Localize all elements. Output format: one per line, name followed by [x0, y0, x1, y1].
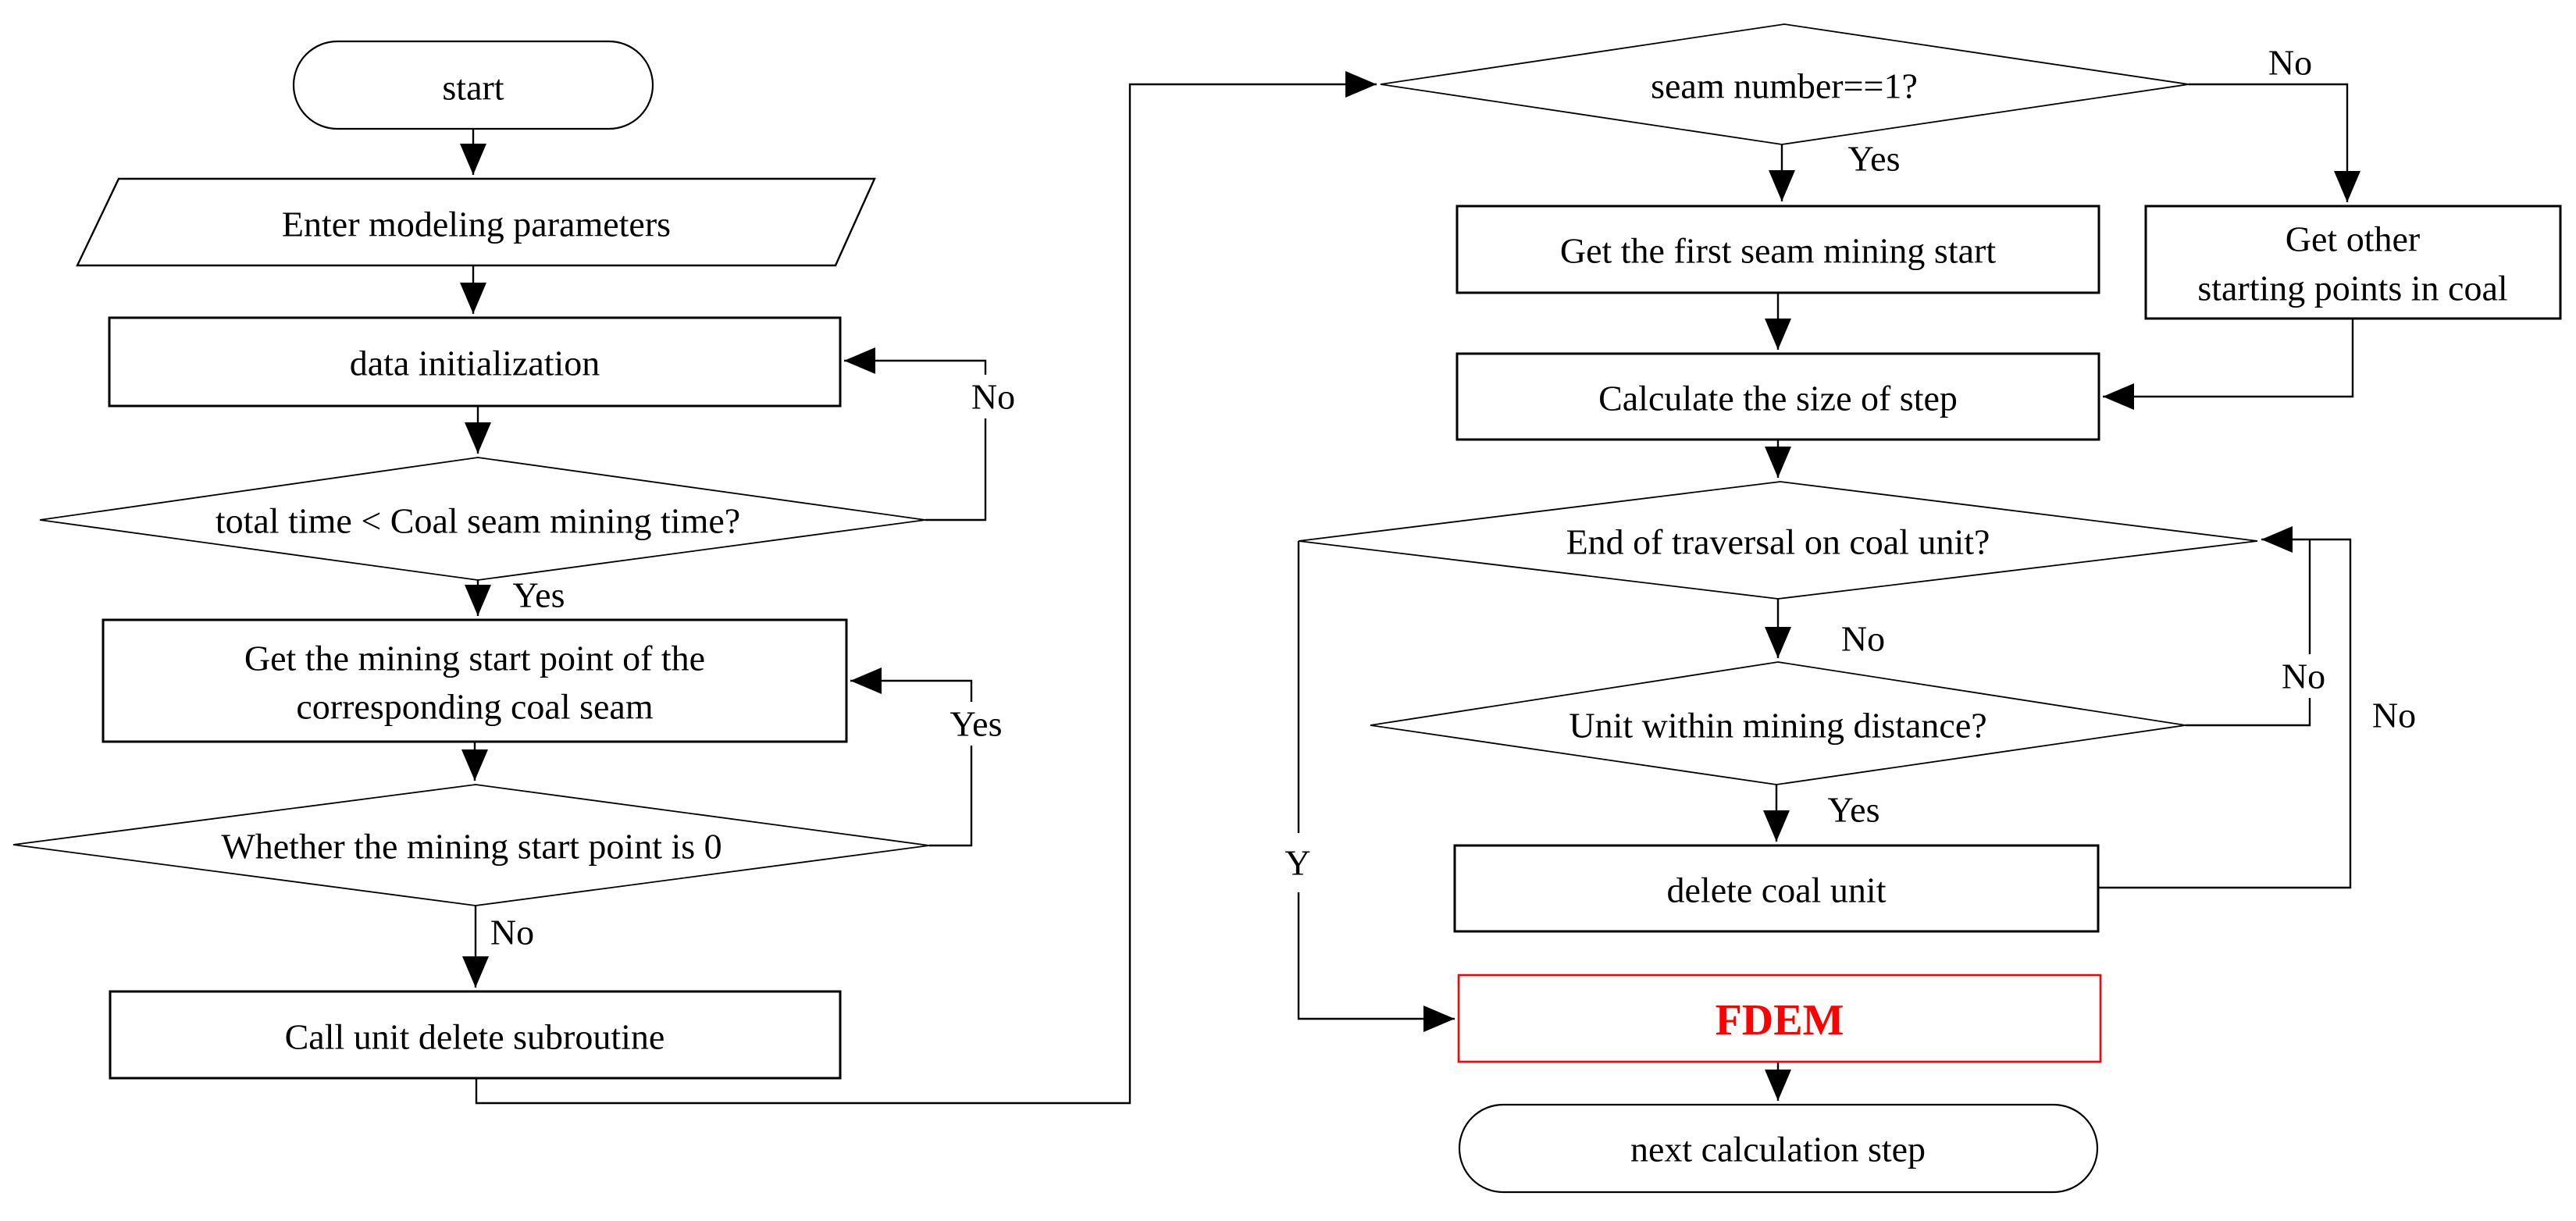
node-get-first-seam	[1455, 205, 2100, 294]
node-get-mining-start	[102, 618, 848, 743]
node-unit-within	[1370, 661, 2186, 785]
label-get-mining-line2: corresponding coal seam	[296, 687, 654, 727]
node-get-other	[2144, 205, 2562, 320]
flow-edge-labels: No Yes Yes No Yes No No No No Yes Y	[490, 43, 2416, 952]
edge-label-no-whether: No	[490, 913, 534, 952]
edge-label-no-seam: No	[2268, 43, 2312, 83]
label-enter-params: Enter modeling parameters	[282, 205, 671, 244]
node-call-delete	[109, 990, 842, 1080]
edge-endtraversal-y-fdem	[1297, 541, 1455, 1032]
labelbg-yes-mining	[935, 702, 1017, 746]
node-fdem	[1457, 974, 2102, 1063]
labelbg-no-unit	[2269, 654, 2338, 698]
label-calc-step: Calculate the size of step	[1598, 379, 1958, 418]
label-unit-within: Unit within mining distance?	[1569, 706, 1986, 746]
edge-label-yes-totaltime: Yes	[513, 575, 565, 615]
label-total-time: total time < Coal seam mining time?	[216, 501, 740, 541]
edge-getother-to-calc	[2103, 319, 2354, 410]
node-delete-unit	[1453, 844, 2100, 933]
label-end-traversal: End of traversal on coal unit?	[1566, 522, 1990, 562]
edge-label-no-outer: No	[2372, 696, 2416, 735]
edge-label-no-unit: No	[2282, 657, 2325, 696]
node-data-init	[108, 316, 842, 408]
edge-calldelete-to-seam	[475, 71, 1377, 1105]
edge-whether-yes-loop	[850, 667, 973, 847]
node-seam-number	[1380, 23, 2189, 145]
flow-node-labels: start Enter modeling parameters data ini…	[216, 66, 2508, 1169]
label-delete-unit: delete coal unit	[1667, 870, 1887, 910]
flow-edges	[460, 71, 2360, 1105]
label-get-first-seam: Get the first seam mining start	[1560, 231, 1996, 271]
node-calc-step	[1455, 352, 2100, 441]
edge-label-backgrounds	[935, 375, 2338, 892]
label-fdem: FDEM	[1716, 996, 1844, 1045]
edge-seam-no-right	[2189, 83, 2360, 202]
edge-label-yes-mining: Yes	[950, 704, 1003, 744]
edge-label-y-fdem: Y	[1284, 843, 1310, 883]
label-get-other-line2: starting points in coal	[2197, 269, 2507, 308]
node-enter-params	[76, 177, 876, 267]
node-total-time	[39, 457, 926, 581]
node-next-step	[1458, 1103, 2099, 1194]
edge-delete-outer-loop	[2098, 526, 2352, 889]
edge-unit-no-loop	[2186, 539, 2311, 727]
flow-nodes	[12, 23, 2562, 1194]
label-get-other-line1: Get other	[2286, 219, 2420, 259]
label-get-mining-line1: Get the mining start point of the	[244, 639, 705, 678]
label-next-step: next calculation step	[1630, 1130, 1926, 1169]
label-seam-number: seam number==1?	[1651, 66, 1918, 106]
label-data-init: data initialization	[350, 344, 600, 383]
labelbg-y-fdem	[1273, 833, 1323, 892]
node-whether-zero	[12, 784, 930, 906]
edge-label-yes-seam: Yes	[1848, 139, 1901, 179]
edge-label-no-datainit: No	[971, 377, 1015, 417]
label-start: start	[442, 68, 504, 108]
label-whether-zero: Whether the mining start point is 0	[221, 827, 721, 867]
labelbg-no-datainit	[959, 375, 1028, 418]
edge-totaltime-no-loop	[844, 347, 987, 522]
edge-label-yes-unit: Yes	[1828, 790, 1880, 830]
node-start	[292, 40, 654, 130]
edge-label-no-end: No	[1841, 619, 1885, 659]
node-end-traversal	[1298, 481, 2258, 600]
label-call-delete: Call unit delete subroutine	[285, 1017, 665, 1057]
